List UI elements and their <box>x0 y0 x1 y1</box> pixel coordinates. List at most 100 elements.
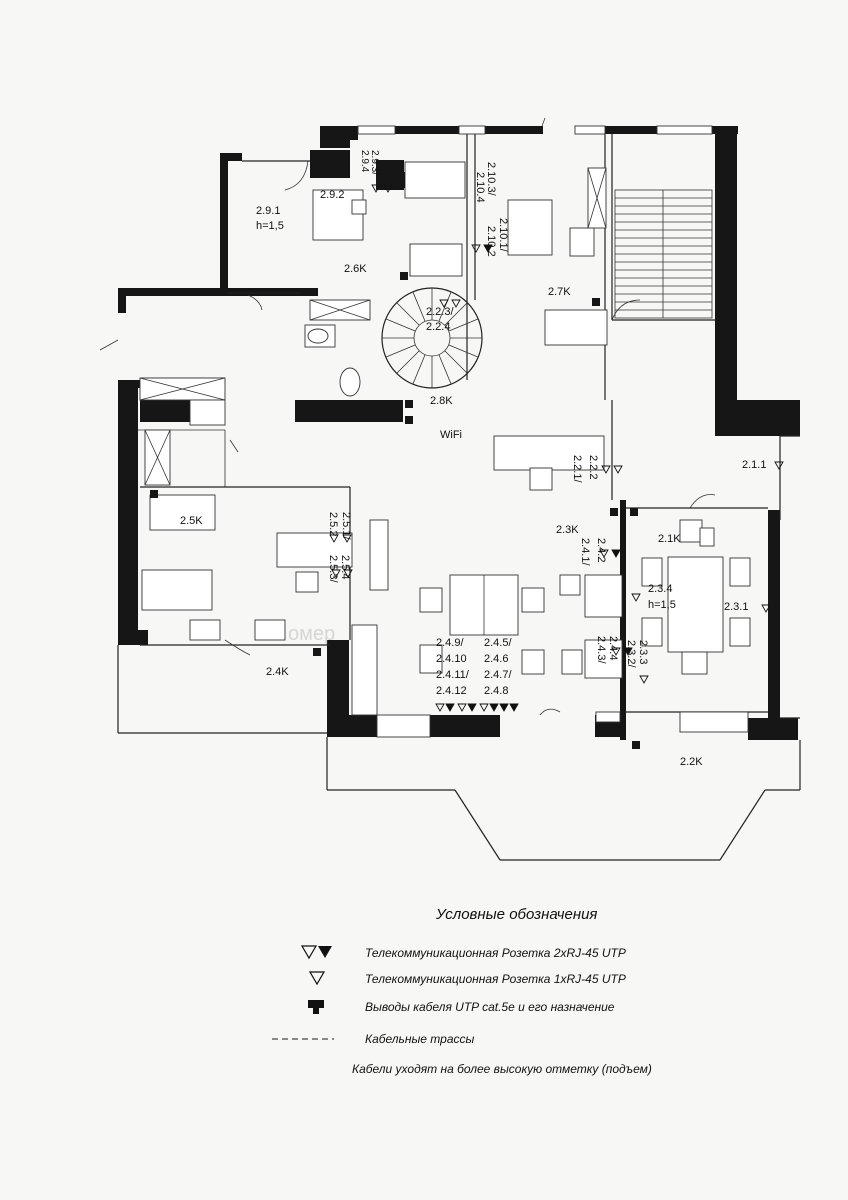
label-2-4-5: 2.4.5/ <box>484 637 512 649</box>
outlet-outline-icon <box>631 593 641 602</box>
outlet-filled-icon <box>483 244 493 253</box>
label-2-8k: 2.8K <box>430 395 453 407</box>
cable-outlet-markers <box>150 172 640 749</box>
label-2-10-3: 2.10.3/ <box>485 162 497 197</box>
spiral-step <box>385 318 416 332</box>
staircase <box>614 189 713 319</box>
outlet-outline-icon <box>601 465 611 474</box>
label-2-4-3: 2.4.3/ <box>595 636 607 664</box>
outlet-outline-icon <box>611 647 621 656</box>
watermark: омер <box>288 623 335 645</box>
label-2-9-4: 2.9.4 <box>359 150 370 173</box>
outlet-filled-icon <box>499 703 509 712</box>
label-2-4k: 2.4K <box>266 666 289 678</box>
label-h-1-5-b: h=1,5 <box>648 599 676 611</box>
label-2-4-12: 2.4.12 <box>436 685 467 697</box>
outlet-outline-icon <box>613 465 623 474</box>
legend-text-cable-up: Кабели уходят на более высокую отметку (… <box>352 1062 652 1076</box>
outlet-filled-icon <box>489 703 499 712</box>
windows <box>189 125 749 738</box>
label-2-6k: 2.6K <box>344 263 367 275</box>
label-2-4-9: 2.4.9/ <box>436 637 464 649</box>
legend-text-outlet-2x: Телекоммуникационная Розетка 2xRJ-45 UTP <box>365 946 626 960</box>
label-2-2-1: 2.2.1/ <box>571 455 583 483</box>
label-2-2k: 2.2K <box>680 756 703 768</box>
spiral-step <box>444 302 468 326</box>
label-2-5k: 2.5K <box>180 515 203 527</box>
label-2-4-10: 2.4.10 <box>436 653 467 665</box>
label-2-10-2: 2.10.2 <box>485 226 497 257</box>
outlet-filled-icon <box>623 647 633 656</box>
legend-title: Условные обозначения <box>436 906 598 923</box>
outlet-outline-icon <box>761 604 771 613</box>
spiral-stair <box>381 287 483 389</box>
legend-text-cable-outlet: Выводы кабеля UTP cat.5e и его назначени… <box>365 1000 615 1014</box>
spiral-step <box>438 291 452 322</box>
outlet-outline-icon <box>342 534 352 543</box>
cable-outlet-icon <box>308 1000 324 1014</box>
outlet-outline-icon <box>371 184 381 193</box>
label-2-4-2: 2.4.2 <box>595 538 607 562</box>
outlet-filled-icon <box>445 703 455 712</box>
outlet-1x-icon <box>308 971 326 986</box>
outlet-outline-icon <box>329 534 339 543</box>
spiral-step <box>448 318 479 332</box>
spiral-step <box>385 344 416 358</box>
outlet-filled-icon <box>467 703 477 712</box>
doors <box>99 117 716 716</box>
label-2-5-3: 2.5.3/ <box>327 555 339 583</box>
exterior-walls <box>118 126 800 740</box>
spiral-step <box>412 354 426 385</box>
legend-text-outlet-1x: Телекоммуникационная Розетка 1xRJ-45 UTP <box>365 972 626 986</box>
spiral-step <box>444 350 468 374</box>
label-2-4-6: 2.4.6 <box>484 653 508 665</box>
label-2-3k: 2.3K <box>556 524 579 536</box>
outlet-outline-icon <box>383 184 393 193</box>
label-h-1-5-a: h=1,5 <box>256 220 284 232</box>
label-2-3-1: 2.3.1 <box>724 601 748 613</box>
outlet-outline-icon <box>331 569 341 578</box>
label-2-1-1: 2.1.1 <box>742 459 766 471</box>
label-2-10-1: 2.10.1/ <box>497 218 509 253</box>
label-2-2-2: 2.2.2 <box>587 455 599 479</box>
outlet-outline-icon <box>435 703 445 712</box>
spiral-step <box>438 354 452 385</box>
label-2-9-3: 2.9.3/ <box>369 150 380 175</box>
outlet-outline-icon <box>774 461 784 470</box>
label-2-4-4: 2.4.4 <box>607 636 619 660</box>
label-2-2-4: 2.2.4 <box>426 321 450 333</box>
label-2-3-2: 2.3.2/ <box>625 640 637 668</box>
spiral-step <box>396 350 420 374</box>
label-2-3-4: 2.3.4 <box>648 583 672 595</box>
spiral-step <box>448 344 479 358</box>
label-2-9-2: 2.9.2 <box>320 189 344 201</box>
outlet-outline-icon <box>457 703 467 712</box>
label-2-9-1: 2.9.1 <box>256 205 280 217</box>
furniture <box>139 161 751 716</box>
outlet-filled-icon <box>611 549 621 558</box>
outlet-outline-icon <box>439 299 449 308</box>
outlet-2x-icon <box>300 945 332 960</box>
outlet-outline-icon <box>639 675 649 684</box>
label-2-5-4: 2.5.4 <box>339 555 351 579</box>
outlet-outline-icon <box>599 549 609 558</box>
outlet-outline-icon <box>479 703 489 712</box>
outlet-triangles <box>329 184 784 712</box>
outlet-outline-icon <box>471 244 481 253</box>
cable-route-icon <box>272 1038 334 1040</box>
label-2-4-8: 2.4.8 <box>484 685 508 697</box>
label-2-1k: 2.1K <box>658 533 681 545</box>
outlet-outline-icon <box>451 299 461 308</box>
label-2-5-1: 2.5.1/ <box>340 512 352 540</box>
label-2-3-3: 2.3.3 <box>637 640 649 664</box>
legend-text-cable-route: Кабельные трассы <box>365 1032 475 1046</box>
outlet-filled-icon <box>509 703 519 712</box>
room-labels: 2.9.1 h=1,5 2.9.2 2.9.3/ 2.9.4 2.10.3/ 2… <box>180 150 766 768</box>
label-2-10-4: 2.10.4 <box>474 172 486 203</box>
label-2-5-2: 2.5.2 <box>327 512 339 536</box>
label-2-4-11: 2.4.11/ <box>436 669 470 681</box>
spiral-step <box>396 302 420 326</box>
label-wifi: WiFi <box>440 429 462 441</box>
spiral-step <box>412 291 426 322</box>
